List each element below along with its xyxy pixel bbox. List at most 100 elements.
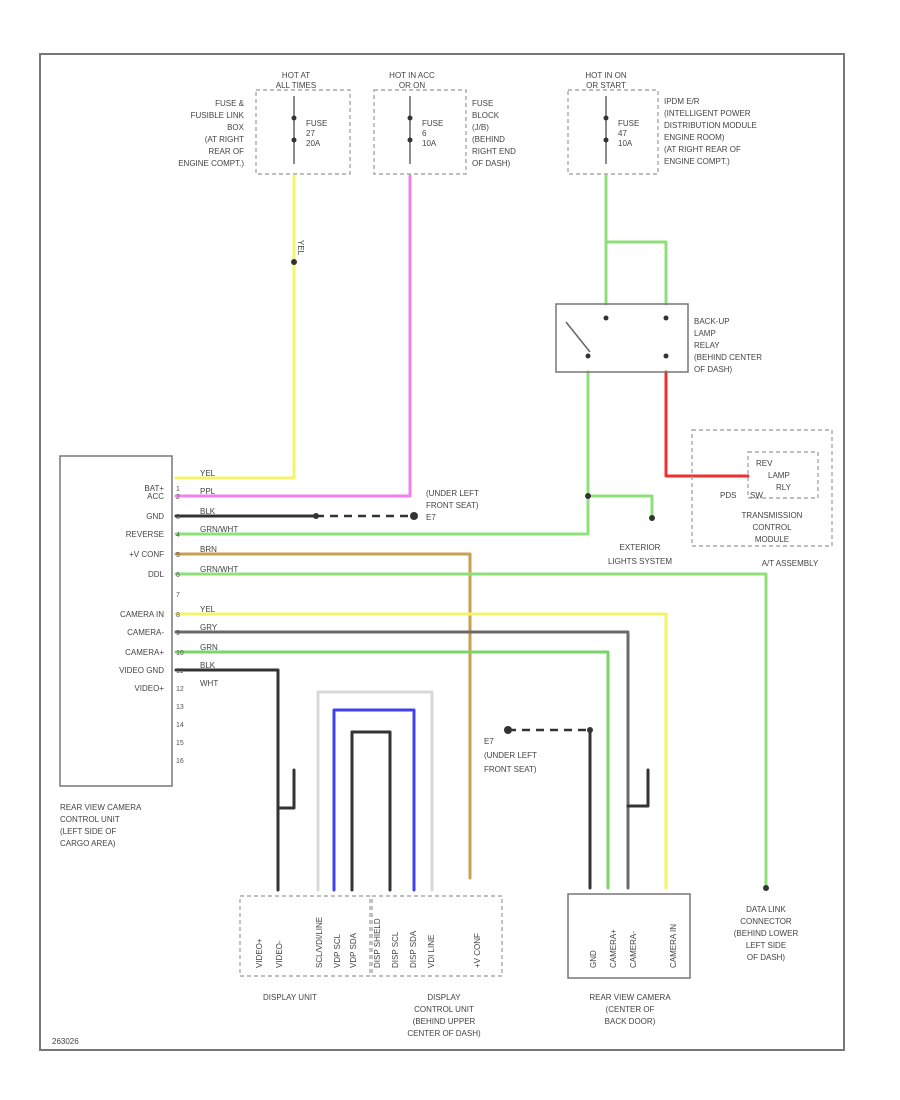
tcm-inner-line: SW xyxy=(750,491,763,500)
connector-pin-name: VIDEO+ xyxy=(255,938,264,968)
relay-label-line: OF DASH) xyxy=(694,365,733,374)
wire-video-gnd-black xyxy=(174,668,280,892)
camera-label-line: (CENTER OF xyxy=(606,1005,655,1014)
wire-acc-pink xyxy=(174,174,412,498)
control-unit-label-line: CARGO AREA) xyxy=(60,839,116,848)
diagram-border xyxy=(39,53,845,1051)
fuse-location-line: (J/B) xyxy=(472,123,489,132)
fuse-location-line: BLOCK xyxy=(472,111,500,120)
control-unit-pin-number: 10 xyxy=(176,650,184,657)
display-control-label-line: DISPLAY xyxy=(427,993,461,1002)
data-link-connector: DATA LINK CONNECTOR (BEHIND LOWER LEFT S… xyxy=(734,885,799,962)
display-unit-label: DISPLAY UNIT xyxy=(263,993,317,1002)
control-unit-pin-number: 8 xyxy=(176,612,180,619)
connector-pin-name: DISP SDA xyxy=(409,930,418,968)
ground-location-label: FRONT SEAT) xyxy=(426,501,479,510)
tcm-label-line: TRANSMISSION xyxy=(742,511,803,520)
ground-location-label: E7 xyxy=(426,513,436,522)
tcm-inner-line: PDS xyxy=(720,491,736,500)
relay-label-line: RELAY xyxy=(694,341,720,350)
wire-color-label: GRY xyxy=(200,623,218,632)
fuse-location-line: (AT RIGHT xyxy=(205,135,244,144)
wire-camera-neg-grey xyxy=(174,630,630,890)
connector-pin-name: CAMERA+ xyxy=(609,929,618,968)
connector-pin-name: GND xyxy=(589,950,598,968)
fuse-location-line: FUSE xyxy=(472,99,493,108)
control-unit-pin-number: 7 xyxy=(176,592,180,599)
display-control-label-line: (BEHIND UPPER xyxy=(413,1017,476,1026)
connector-pin-name: DISP SCL xyxy=(391,931,400,968)
wire-exterior-lights xyxy=(586,494,654,520)
wire-camera-pos-green xyxy=(174,650,610,890)
data-link-label-line: CONNECTOR xyxy=(740,917,792,926)
data-link-label-line: OF DASH) xyxy=(747,953,786,962)
wire-vconf-tan xyxy=(174,552,472,880)
control-unit-pin-number: 15 xyxy=(176,740,184,747)
fuse-block-hot-at-all-times: HOT AT ALL TIMES FUSE 27 20A FUSE & FUSI… xyxy=(178,71,351,175)
transmission-control-module: REV LAMP RLY PDS SW TRANSMISSION CONTROL… xyxy=(691,429,833,568)
connector-pin-name: VDP SDA xyxy=(349,932,358,968)
fuse-location-line: ENGINE ROOM) xyxy=(664,133,725,142)
ground-location-label: (UNDER LEFT xyxy=(426,489,479,498)
wire-color-label: GRN/WHT xyxy=(200,565,238,574)
wire-relay-trans-red xyxy=(664,370,750,478)
wire-camera-in-yellow xyxy=(174,612,668,890)
tcm-label-line: MODULE xyxy=(755,535,789,544)
fuse-location-line: IPDM E/R xyxy=(664,97,700,106)
control-unit-label-line: REAR VIEW CAMERA xyxy=(60,803,142,812)
relay-label-line: (BEHIND CENTER xyxy=(694,353,762,362)
connector-pin-name: VDI LINE xyxy=(427,935,436,968)
control-unit-pin-name: DDL xyxy=(148,570,165,579)
data-link-label-line: (BEHIND LOWER xyxy=(734,929,799,938)
wire-color-label: BLK xyxy=(200,507,216,516)
fuse-rating-line: 20A xyxy=(306,139,321,148)
wire-color-label: BLK xyxy=(200,661,216,670)
wire-color-label: BRN xyxy=(200,545,217,554)
control-unit-pin-number: 16 xyxy=(176,758,184,765)
control-unit-pin-name: BAT+ xyxy=(144,484,164,493)
exterior-lights-label: LIGHTS SYSTEM xyxy=(608,557,672,566)
ground-location-label: E7 xyxy=(484,737,494,746)
relay-label-line: BACK-UP xyxy=(694,317,730,326)
connector-pin-name: DISP SHIELD xyxy=(373,918,382,968)
data-link-label-line: LEFT SIDE xyxy=(746,941,786,950)
connector-pin-name: VDP SCL xyxy=(333,933,342,968)
display-control-label-line: CONTROL UNIT xyxy=(414,1005,474,1014)
wire-bat-yellow xyxy=(174,174,296,480)
control-unit-pin-name: +V CONF xyxy=(129,550,164,559)
fuse-location-line: FUSIBLE LINK xyxy=(191,111,245,120)
fuse-rating-line: 6 xyxy=(422,129,427,138)
wire-relay-feed-2 xyxy=(604,240,668,306)
control-unit-pin-name: CAMERA IN xyxy=(120,610,164,619)
fuse-location-line: RIGHT END xyxy=(472,147,516,156)
control-unit-pin-number: 11 xyxy=(176,668,183,675)
wire-ddl-green xyxy=(174,572,768,890)
control-unit-pin-number: 9 xyxy=(176,630,180,637)
fuse-header-line: OR START xyxy=(586,81,626,90)
control-unit-pin-number: 6 xyxy=(176,572,180,579)
fuse-header-line: OR ON xyxy=(399,81,425,90)
wire-color-label: YEL xyxy=(296,240,305,256)
wire-shield-camera xyxy=(626,768,650,808)
control-unit-pin-number: 5 xyxy=(176,552,180,559)
data-link-label-line: DATA LINK xyxy=(746,905,786,914)
diagram-code: 263026 xyxy=(52,1037,79,1046)
fuse-location-line: FUSE & xyxy=(215,99,245,108)
wire-color-label: YEL xyxy=(200,605,216,614)
fuse-block-hot-in-on: HOT IN ON OR START FUSE 47 10A IPDM E/R … xyxy=(567,71,757,175)
wire-color-label: WHT xyxy=(200,679,218,688)
control-unit-pin-number: 4 xyxy=(176,532,180,539)
display-control-label-line: CENTER OF DASH) xyxy=(407,1029,481,1038)
fuse-header-line: HOT IN ON xyxy=(585,71,626,80)
control-unit-pin-name: VIDEO GND xyxy=(119,666,164,675)
control-unit-pin-number: 12 xyxy=(176,686,184,693)
control-unit-pin-name: ACC xyxy=(147,492,164,501)
connector-pin-name: SCL/VDI/LINE xyxy=(315,917,324,968)
fuse-location-line: (BEHIND xyxy=(472,135,505,144)
wire-color-label: PPL xyxy=(200,487,216,496)
fuse-rating-line: FUSE xyxy=(618,119,639,128)
fuse-header-line: HOT AT xyxy=(282,71,310,80)
